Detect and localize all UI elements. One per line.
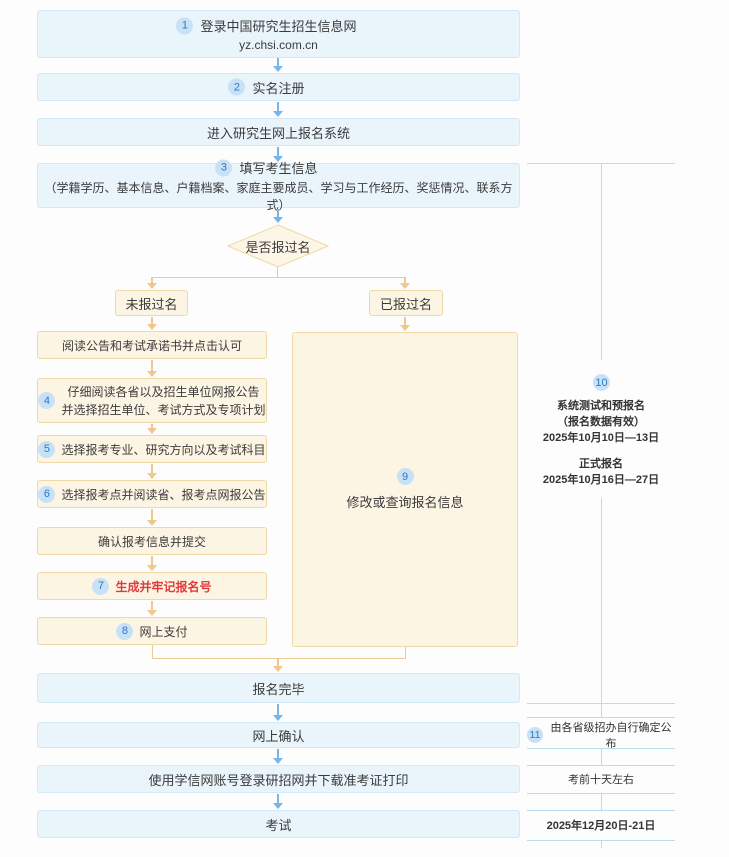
step-login-url: yz.chsi.com.cn <box>239 38 318 52</box>
step-label: 选择报考专业、研究方向以及考试科目 <box>61 442 266 457</box>
note-province-confirm: 11 由各省级招办自行确定公布 <box>527 722 675 750</box>
arrow-down-icon <box>273 659 283 672</box>
step-fill-detail: （学籍学历、基本信息、户籍档案、家庭主要成员、学习与工作经历、奖惩情况、联系方式… <box>44 181 513 212</box>
step-number-badge: 2 <box>228 78 246 96</box>
step-enter-label: 进入研究生网上报名系统 <box>206 125 350 141</box>
arrow-down-icon <box>273 147 283 162</box>
note-line: 2025年10月16日—27日 <box>542 474 660 486</box>
sidebar-line <box>601 163 602 360</box>
decision-diamond <box>227 224 329 268</box>
sidebar-line <box>601 793 602 810</box>
step-box-fill-info: 3 填写考生信息 （学籍学历、基本信息、户籍档案、家庭主要成员、学习与工作经历、奖… <box>37 159 520 212</box>
step-box-register: 2 实名注册 <box>37 73 520 101</box>
step-number-badge: 7 <box>92 577 110 595</box>
step-box-remember-id: 7 生成并牢记报名号 <box>37 572 267 600</box>
step-number-badge: 6 <box>38 485 56 503</box>
sidebar-line <box>527 717 675 718</box>
step-label: 网上确认 <box>252 728 305 744</box>
step-box-choose-major: 5 选择报考专业、研究方向以及考试科目 <box>37 435 267 463</box>
connector-line <box>152 645 153 658</box>
note-ten-days-before: 考前十天左右 <box>568 774 634 786</box>
connector-line <box>277 267 278 277</box>
step-box-enter-system: 进入研究生网上报名系统 <box>37 118 520 146</box>
arrow-down-icon <box>147 556 157 571</box>
step-box-done: 报名完毕 <box>37 673 520 703</box>
step-fill-title: 填写考生信息 <box>239 161 318 176</box>
arrow-down-icon <box>400 277 410 289</box>
step-number-badge: 8 <box>116 622 134 640</box>
arrow-down-icon <box>147 464 157 479</box>
sidebar-line <box>527 810 675 811</box>
step-label: 使用学信网账号登录研招网并下载准考证打印 <box>148 772 409 788</box>
branch-box-registered: 已报过名 <box>369 290 443 316</box>
arrow-down-icon <box>147 317 157 330</box>
step-box-read-notice: 阅读公告和考试承诺书并点击认可 <box>37 331 267 359</box>
step-box-confirm-submit: 确认报考信息并提交 <box>37 527 267 555</box>
step-box-choose-unit: 4 仔细阅读各省以及招生单位网报公告 并选择招生单位、考试方式及专项计划 <box>37 378 267 423</box>
step-label: 阅读公告和考试承诺书并点击认可 <box>61 338 242 353</box>
step-label-highlight: 生成并牢记报名号 <box>115 579 212 594</box>
step-login-title: 登录中国研究生招生信息网 <box>200 19 357 34</box>
decision-label: 是否报过名 <box>245 239 311 255</box>
note-line: 系统测试和预报名 <box>557 400 645 412</box>
step-label: 网上支付 <box>139 624 188 639</box>
sidebar-line <box>527 765 675 766</box>
sidebar-line <box>601 748 602 765</box>
step-number-badge: 3 <box>215 159 233 176</box>
sidebar-line <box>601 703 602 717</box>
arrow-down-icon <box>273 209 283 223</box>
step-box-modify-query: 9 修改或查询报名信息 <box>292 332 518 647</box>
note-exam-dates: 2025年12月20日-21日 <box>546 820 656 832</box>
connector-line <box>152 658 406 659</box>
step-label: 考试 <box>265 817 292 833</box>
arrow-down-icon <box>273 58 283 72</box>
step-label: 确认报考信息并提交 <box>97 534 206 549</box>
note-label: 由各省级招办自行确定公布 <box>550 722 672 750</box>
note-number-badge: 10 <box>593 374 610 391</box>
note-number-badge: 11 <box>527 727 543 743</box>
arrow-down-icon <box>273 749 283 764</box>
sidebar-line <box>601 498 602 703</box>
branch-no-label: 未报过名 <box>125 296 178 312</box>
step-number-badge: 5 <box>38 440 56 458</box>
connector-line <box>405 647 406 658</box>
note-line: 正式报名 <box>579 458 623 470</box>
step-number-badge: 9 <box>396 468 414 485</box>
step-box-download-ticket: 使用学信网账号登录研招网并下载准考证打印 <box>37 765 520 793</box>
arrow-down-icon <box>147 277 157 289</box>
branch-yes-label: 已报过名 <box>379 296 432 312</box>
arrow-down-icon <box>147 424 157 434</box>
step-register-label: 实名注册 <box>252 80 305 96</box>
note-line: （报名数据有效） <box>557 416 645 428</box>
connector-line <box>152 277 406 278</box>
step-box-online-confirm: 网上确认 <box>37 722 520 748</box>
arrow-down-icon <box>273 102 283 117</box>
arrow-down-icon <box>147 360 157 377</box>
step-label: 选择报考点并阅读省、报考点网报公告 <box>61 487 266 502</box>
arrow-down-icon <box>273 794 283 809</box>
step-box-pay-online: 8 网上支付 <box>37 617 267 645</box>
step-line2: 并选择招生单位、考试方式及专项计划 <box>61 402 266 417</box>
step-box-choose-site: 6 选择报考点并阅读省、报考点网报公告 <box>37 480 267 508</box>
note-registration-dates: 系统测试和预报名 （报名数据有效） 2025年10月10日—13日 正式报名 2… <box>527 398 675 488</box>
step-number-badge: 1 <box>176 17 194 34</box>
arrow-down-icon <box>273 704 283 721</box>
arrow-down-icon <box>147 601 157 616</box>
arrow-down-icon <box>400 317 410 331</box>
step-box-exam: 考试 <box>37 810 520 838</box>
arrow-down-icon <box>147 509 157 526</box>
step-label: 报名完毕 <box>252 681 305 697</box>
step-line1: 仔细阅读各省以及招生单位网报公告 <box>67 384 260 399</box>
sidebar-line <box>601 840 602 848</box>
note-line: 2025年10月10日—13日 <box>542 432 660 444</box>
step-label: 修改或查询报名信息 <box>346 495 464 510</box>
branch-box-not-registered: 未报过名 <box>115 290 188 316</box>
step-number-badge: 4 <box>38 392 56 409</box>
step-box-login: 1 登录中国研究生招生信息网 yz.chsi.com.cn <box>37 10 520 58</box>
